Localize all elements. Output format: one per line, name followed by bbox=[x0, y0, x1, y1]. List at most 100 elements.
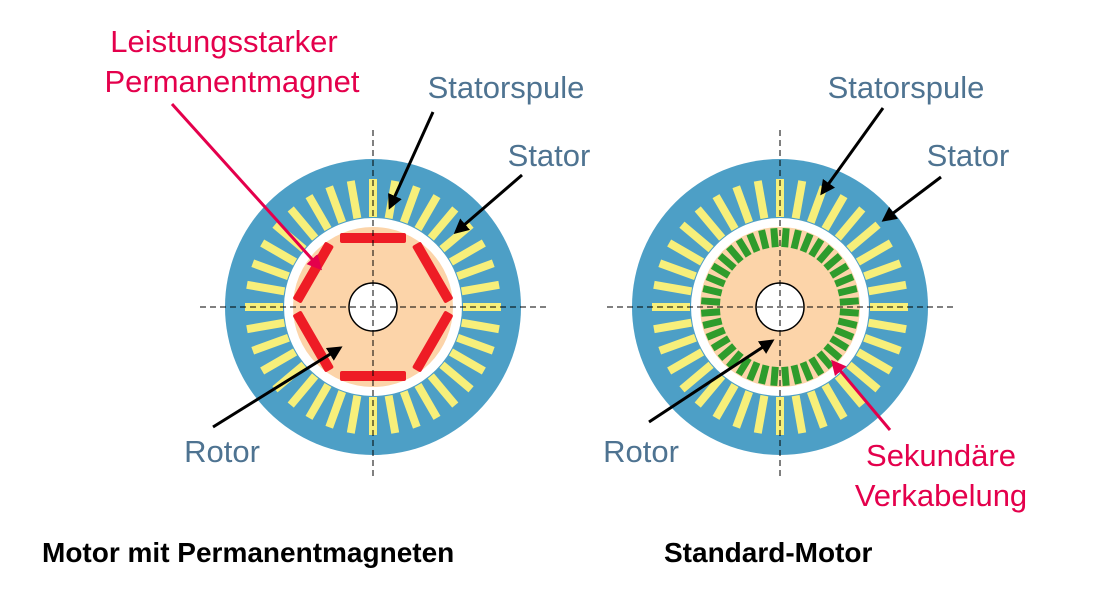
stator-coil bbox=[325, 390, 346, 429]
stator-coil bbox=[346, 394, 362, 434]
stator-coil bbox=[821, 194, 848, 232]
magnet-label-line2: Permanentmagnet bbox=[104, 64, 359, 99]
stator-label: Stator bbox=[508, 138, 591, 173]
stator-coil bbox=[653, 280, 693, 296]
secondary-wiring-bar bbox=[823, 343, 843, 361]
secondary-wiring-bar bbox=[746, 232, 761, 253]
secondary-wiring-bar bbox=[705, 273, 726, 288]
stator-coil bbox=[287, 373, 319, 408]
secondary-wiring-bar bbox=[834, 273, 855, 288]
permanent-magnet-motor: Leistungsstarker Permanentmagnet Stators… bbox=[42, 24, 590, 568]
secondary-wiring-bar bbox=[702, 285, 723, 297]
stator-coil bbox=[400, 185, 421, 224]
stator-coil bbox=[679, 221, 714, 253]
stator-label: Stator bbox=[927, 138, 1010, 173]
permanent-magnet bbox=[293, 242, 334, 303]
caption-standard-motor: Standard-Motor bbox=[664, 537, 873, 568]
stator-coil bbox=[460, 280, 500, 296]
stator-coil-label: Statorspule bbox=[828, 70, 985, 105]
stator-coil bbox=[305, 382, 332, 420]
magnet-label-line1: Leistungsstarker bbox=[110, 24, 337, 59]
secondary-wiring-bar bbox=[790, 229, 802, 250]
secondary-wiring-bar bbox=[705, 326, 726, 341]
secondary-wiring-bar bbox=[758, 364, 770, 385]
secondary-wiring-bar bbox=[700, 297, 721, 306]
stator-coil bbox=[456, 334, 495, 355]
stator-coil bbox=[246, 318, 286, 334]
rotor-label: Rotor bbox=[603, 434, 679, 469]
secondary-wiring-bar bbox=[839, 308, 860, 317]
secondary-wiring-bar bbox=[770, 227, 779, 248]
arrow-icon bbox=[388, 111, 435, 210]
stator-coil bbox=[855, 239, 893, 266]
secondary-wiring-bar bbox=[710, 262, 731, 279]
stator-coil bbox=[863, 334, 902, 355]
stator-coil bbox=[863, 259, 902, 280]
secondary-wiring-bar bbox=[726, 350, 744, 370]
permanent-magnet bbox=[412, 242, 453, 303]
stator-coil bbox=[325, 185, 346, 224]
stator-coil bbox=[427, 206, 459, 241]
secondary-wiring-bar bbox=[816, 244, 834, 264]
stator-coil bbox=[305, 194, 332, 232]
stator-coil bbox=[653, 318, 693, 334]
stator-coil-label: Statorspule bbox=[428, 70, 585, 105]
stator-coil bbox=[807, 390, 828, 429]
stator-coil bbox=[460, 318, 500, 334]
stator-coil bbox=[251, 259, 290, 280]
stator-coil bbox=[427, 373, 459, 408]
stator-coil bbox=[414, 194, 441, 232]
stator-coil bbox=[694, 206, 726, 241]
stator-coil bbox=[400, 390, 421, 429]
secondary-wiring-label-line1: Sekundäre bbox=[866, 438, 1016, 473]
stator-coil bbox=[791, 394, 807, 434]
secondary-wiring-bar bbox=[823, 253, 843, 271]
secondary-wiring-bar bbox=[735, 237, 752, 258]
stator-coil bbox=[712, 194, 739, 232]
secondary-wiring-bar bbox=[700, 308, 721, 317]
secondary-wiring-bar bbox=[770, 366, 779, 387]
arrow-icon bbox=[648, 339, 775, 424]
arrow-icon bbox=[212, 346, 343, 429]
stator-coil bbox=[251, 334, 290, 355]
stator-coil bbox=[658, 259, 697, 280]
standard-motor: Statorspule Stator Rotor Sekundäre Verka… bbox=[603, 70, 1027, 568]
arrow-icon bbox=[453, 173, 523, 234]
stator-coil bbox=[384, 394, 400, 434]
stator-coil bbox=[753, 180, 769, 220]
secondary-wiring-bar bbox=[702, 317, 723, 329]
secondary-wiring-bar bbox=[735, 356, 752, 377]
stator-coil bbox=[712, 382, 739, 420]
stator-coil bbox=[834, 373, 866, 408]
secondary-wiring-bar bbox=[781, 227, 790, 248]
secondary-wiring-bar bbox=[834, 326, 855, 341]
stator-coil bbox=[776, 179, 784, 217]
secondary-wiring-bar bbox=[717, 253, 737, 271]
stator-coils bbox=[652, 179, 908, 435]
stator-coil bbox=[855, 348, 893, 375]
stator-coil bbox=[414, 382, 441, 420]
rotor-label: Rotor bbox=[184, 434, 260, 469]
stator-coil bbox=[867, 318, 907, 334]
caption-permanent-magnet-motor: Motor mit Permanentmagneten bbox=[42, 537, 454, 568]
stator-coils bbox=[245, 179, 501, 435]
stator-coil bbox=[260, 239, 298, 266]
stator-coil bbox=[667, 348, 705, 375]
stator-coil bbox=[867, 280, 907, 296]
stator-coil bbox=[448, 239, 486, 266]
secondary-wiring-bar bbox=[746, 361, 761, 382]
stator-coil bbox=[791, 180, 807, 220]
stator-coil bbox=[246, 280, 286, 296]
permanent-magnet bbox=[340, 233, 406, 243]
secondary-wiring-label-line2: Verkabelung bbox=[855, 478, 1027, 513]
stator-coil bbox=[260, 348, 298, 375]
stator-coil bbox=[448, 348, 486, 375]
secondary-wiring-bar bbox=[808, 237, 825, 258]
arrow-icon bbox=[881, 175, 942, 222]
secondary-wiring-bar bbox=[839, 297, 860, 306]
stator-coil bbox=[287, 206, 319, 241]
secondary-wiring-bar bbox=[717, 343, 737, 361]
secondary-wiring-bar bbox=[710, 335, 731, 352]
stator-coil bbox=[834, 206, 866, 241]
